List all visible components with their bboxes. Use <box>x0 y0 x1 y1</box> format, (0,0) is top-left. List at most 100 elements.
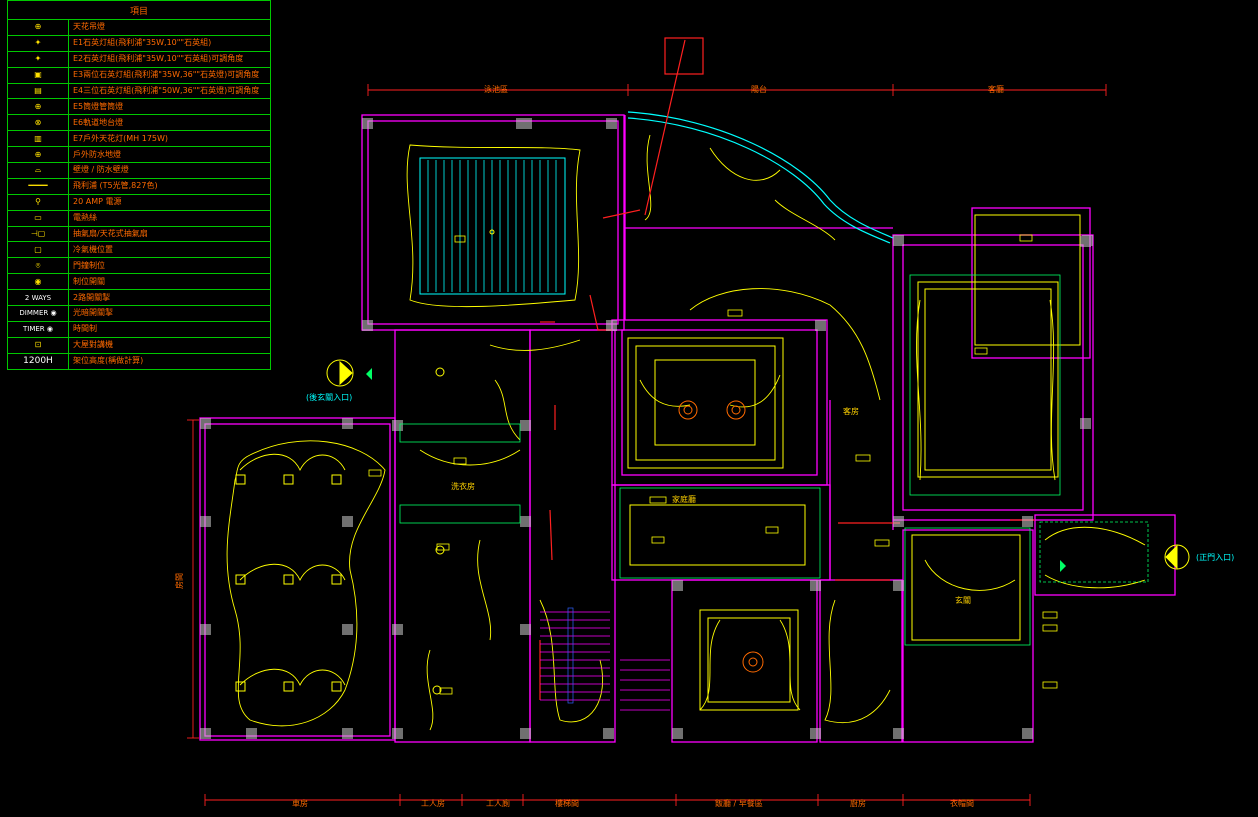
top-dim-label: 泳池區 <box>484 84 508 94</box>
outdoor-floor-light-icon: ⊕ <box>7 146 69 164</box>
legend-label: E2石英灯組(飛利浦"35W,10""石英組)可調角度 <box>68 50 271 68</box>
legend-row: ⊡大屋對講機 <box>7 336 271 354</box>
legend-label: 20 AMP 電源 <box>68 193 271 211</box>
legend-row: ━━━━飛利浦 (T5光管,827色) <box>7 177 271 195</box>
top-dim-label: 陽台 <box>751 84 767 94</box>
back-entrance-label: (後玄關入口) <box>306 392 352 402</box>
adjustable-downlight-icon: ✦ <box>7 50 69 68</box>
legend-row: ⊕戶外防水地燈 <box>7 146 271 164</box>
legend-label: 架位高度(稱做計算) <box>68 352 271 370</box>
control-switch-icon: ◉ <box>7 273 69 291</box>
legend-row: ▣E3兩位石英灯組(飛利浦"35W,36""石英燈)可調角度 <box>7 66 271 84</box>
legend-label: 飛利浦 (T5光管,827色) <box>68 177 271 195</box>
room-label-laundry: 洗衣房 <box>451 481 475 491</box>
legend-row: ▥E7戶外天花灯(MH 175W) <box>7 130 271 148</box>
plan-labels: 泳池區 陽台 客廳 車房 工人房 工人廁 樓梯間 飯廳 / 早餐區 廚房 衣帽間… <box>174 84 1234 808</box>
staircase <box>540 607 670 711</box>
legend-row: ⚲20 AMP 電源 <box>7 193 271 211</box>
legend-label: 冷氣機位置 <box>68 241 271 259</box>
legend-label: 制位開關 <box>68 273 271 291</box>
bottom-dim-label: 工人廁 <box>486 798 510 808</box>
legend-header: 項目 <box>7 0 271 20</box>
legend-label: E7戶外天花灯(MH 175W) <box>68 130 271 148</box>
legend-row: ▭電熱絲 <box>7 209 271 227</box>
tv-outlet-icon: ⊡ <box>7 336 69 354</box>
legend-label: 戶外防水地燈 <box>68 146 271 164</box>
room-label-foyer: 玄關 <box>955 595 971 605</box>
legend-label: 壁燈 / 防水壁燈 <box>68 162 271 179</box>
exhaust-fan-icon: ⊣▢ <box>7 225 69 243</box>
track-light-icon: ⊗ <box>7 114 69 132</box>
legend-row: ▢冷氣機位置 <box>7 241 271 259</box>
dimmer-switch-icon: DIMMER ◉ <box>7 305 69 322</box>
bottom-dim-label: 廚房 <box>850 798 866 808</box>
tube-downlight-icon: ⊕ <box>7 98 69 116</box>
legend-row: DIMMER ◉光暗開關掣 <box>7 305 271 322</box>
partition-lines <box>399 274 1149 646</box>
legend-table: 項目 ⊕天花吊燈✦E1石英灯組(飛利浦"35W,10""石英組)✦E2石英灯組(… <box>7 0 271 370</box>
legend-row: ⊕E5筒燈管筒燈 <box>7 98 271 116</box>
legend-row: ✦E1石英灯組(飛利浦"35W,10""石英組) <box>7 34 271 52</box>
legend-row: ⊣▢抽氣扇/天花式抽氣扇 <box>7 225 271 243</box>
power-outlet-icon: ⚲ <box>7 193 69 211</box>
legend-row: ✦E2石英灯組(飛利浦"35W,10""石英組)可調角度 <box>7 50 271 68</box>
ac-unit-icon: ▢ <box>7 241 69 259</box>
triple-spotlight-icon: ▤ <box>7 82 69 100</box>
bottom-dim-label: 車房 <box>292 798 308 808</box>
fluorescent-tube-icon: ━━━━ <box>7 177 69 195</box>
legend-row: ◉制位開關 <box>7 273 271 291</box>
ceiling-lamp-icon: ⊕ <box>7 19 69 36</box>
front-entrance-label: (正門入口) <box>1196 553 1234 562</box>
balcony-arc <box>627 111 894 244</box>
legend-label: E4三位石英灯組(飛利浦"50W,36""石英燈)可調角度 <box>68 82 271 100</box>
legend-row: TIMER ◉時間制 <box>7 320 271 338</box>
fixture-tags <box>368 234 1058 695</box>
door-switch-icon: ⌾ <box>7 257 69 275</box>
room-label-guest: 客房 <box>843 406 859 416</box>
legend-label: E6軌道地台燈 <box>68 114 271 132</box>
bottom-dim-label: 衣帽間 <box>950 798 974 808</box>
power-lines <box>539 37 1035 700</box>
timer-switch-icon: TIMER ◉ <box>7 320 69 338</box>
legend-label: E5筒燈管筒燈 <box>68 98 271 116</box>
legend-label: 2路開關掣 <box>68 289 271 307</box>
wall-lamp-icon: ⌓ <box>7 162 69 179</box>
two-way-switch-icon: 2 WAYS <box>7 289 69 307</box>
bottom-dim-label: 工人房 <box>421 798 445 808</box>
legend-body: ⊕天花吊燈✦E1石英灯組(飛利浦"35W,10""石英組)✦E2石英灯組(飛利浦… <box>7 19 271 370</box>
top-dim-label: 客廳 <box>988 84 1004 94</box>
legend-label: 大屋對講機 <box>68 336 271 354</box>
room-label-family: 家庭廳 <box>672 494 696 504</box>
recessed-downlight-icon: ✦ <box>7 34 69 52</box>
legend-label: 電熱絲 <box>68 209 271 227</box>
double-spotlight-icon: ▣ <box>7 66 69 84</box>
wiring <box>226 134 1146 731</box>
entrance-markers <box>326 359 1190 572</box>
legend-row: ⊕天花吊燈 <box>7 19 271 36</box>
legend-row: ⊗E6軌道地台燈 <box>7 114 271 132</box>
legend-label: 門鐘制位 <box>68 257 271 275</box>
light-fixtures <box>235 229 764 695</box>
legend-row: ⌾門鐘制位 <box>7 257 271 275</box>
legend-label: 光暗開關掣 <box>68 305 271 322</box>
mount-height-icon: 1200H <box>7 352 69 370</box>
legend-label: 時間制 <box>68 320 271 338</box>
bottom-dim-label: 樓梯間 <box>555 798 579 808</box>
structural-columns <box>200 118 1093 739</box>
legend-row: ▤E4三位石英灯組(飛利浦"50W,36""石英燈)可調角度 <box>7 82 271 100</box>
legend-row: ⌓壁燈 / 防水壁燈 <box>7 162 271 179</box>
pool-grid <box>419 157 566 295</box>
legend-label: 抽氣扇/天花式抽氣扇 <box>68 225 271 243</box>
dimension-lines <box>187 84 1107 806</box>
legend-label: 天花吊燈 <box>68 19 271 36</box>
side-dim-label: 房間 <box>174 573 184 589</box>
legend-label: E1石英灯組(飛利浦"35W,10""石英組) <box>68 34 271 52</box>
legend-label: E3兩位石英灯組(飛利浦"35W,36""石英燈)可調角度 <box>68 66 271 84</box>
ceiling-trims <box>627 214 1081 711</box>
light-strip-icon: ▭ <box>7 209 69 227</box>
bottom-dim-label: 飯廳 / 早餐區 <box>715 798 763 808</box>
outdoor-ceiling-light-icon: ▥ <box>7 130 69 148</box>
